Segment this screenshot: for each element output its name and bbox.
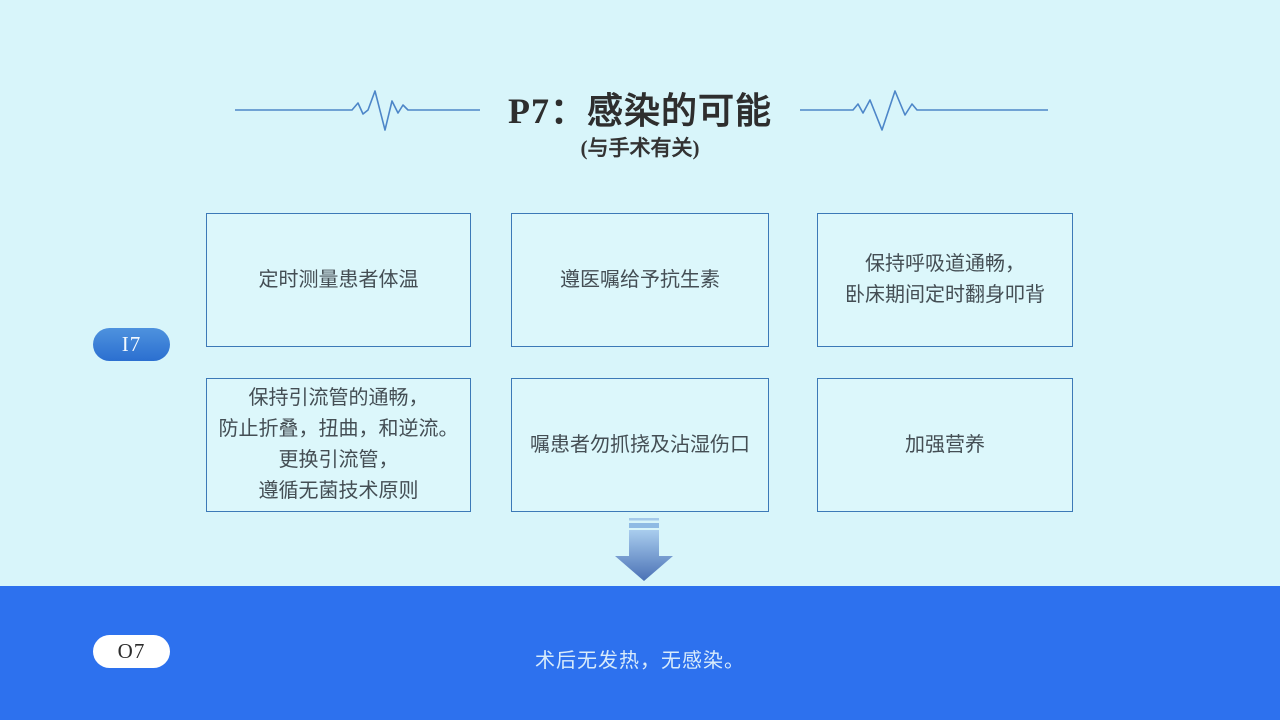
outcome-bar: 术后无发热，无感染。 xyxy=(0,586,1280,720)
slide-subtitle: (与手术有关) xyxy=(580,136,700,160)
index-badge-label: I7 xyxy=(121,332,142,356)
outcome-badge: O7 xyxy=(93,635,170,668)
slide-title: P7：感染的可能 xyxy=(508,91,772,131)
care-measure-box: 定时测量患者体温 xyxy=(206,213,471,347)
care-measure-box: 遵医嘱给予抗生素 xyxy=(511,213,769,347)
care-measure-box: 嘱患者勿抓挠及沾湿伤口 xyxy=(511,378,769,512)
care-measure-box: 加强营养 xyxy=(817,378,1073,512)
down-arrow-icon xyxy=(615,518,673,581)
care-measure-box: 保持引流管的通畅， 防止折叠，扭曲，和逆流。 更换引流管， 遵循无菌技术原则 xyxy=(206,378,471,512)
heartbeat-line-icon xyxy=(235,90,480,131)
care-measure-box: 保持呼吸道通畅， 卧床期间定时翻身叩背 xyxy=(817,213,1073,347)
heartbeat-line-icon xyxy=(800,90,1048,131)
outcome-text: 术后无发热，无感染。 xyxy=(535,650,745,672)
outcome-badge-label: O7 xyxy=(117,639,146,663)
index-badge: I7 xyxy=(93,328,170,361)
